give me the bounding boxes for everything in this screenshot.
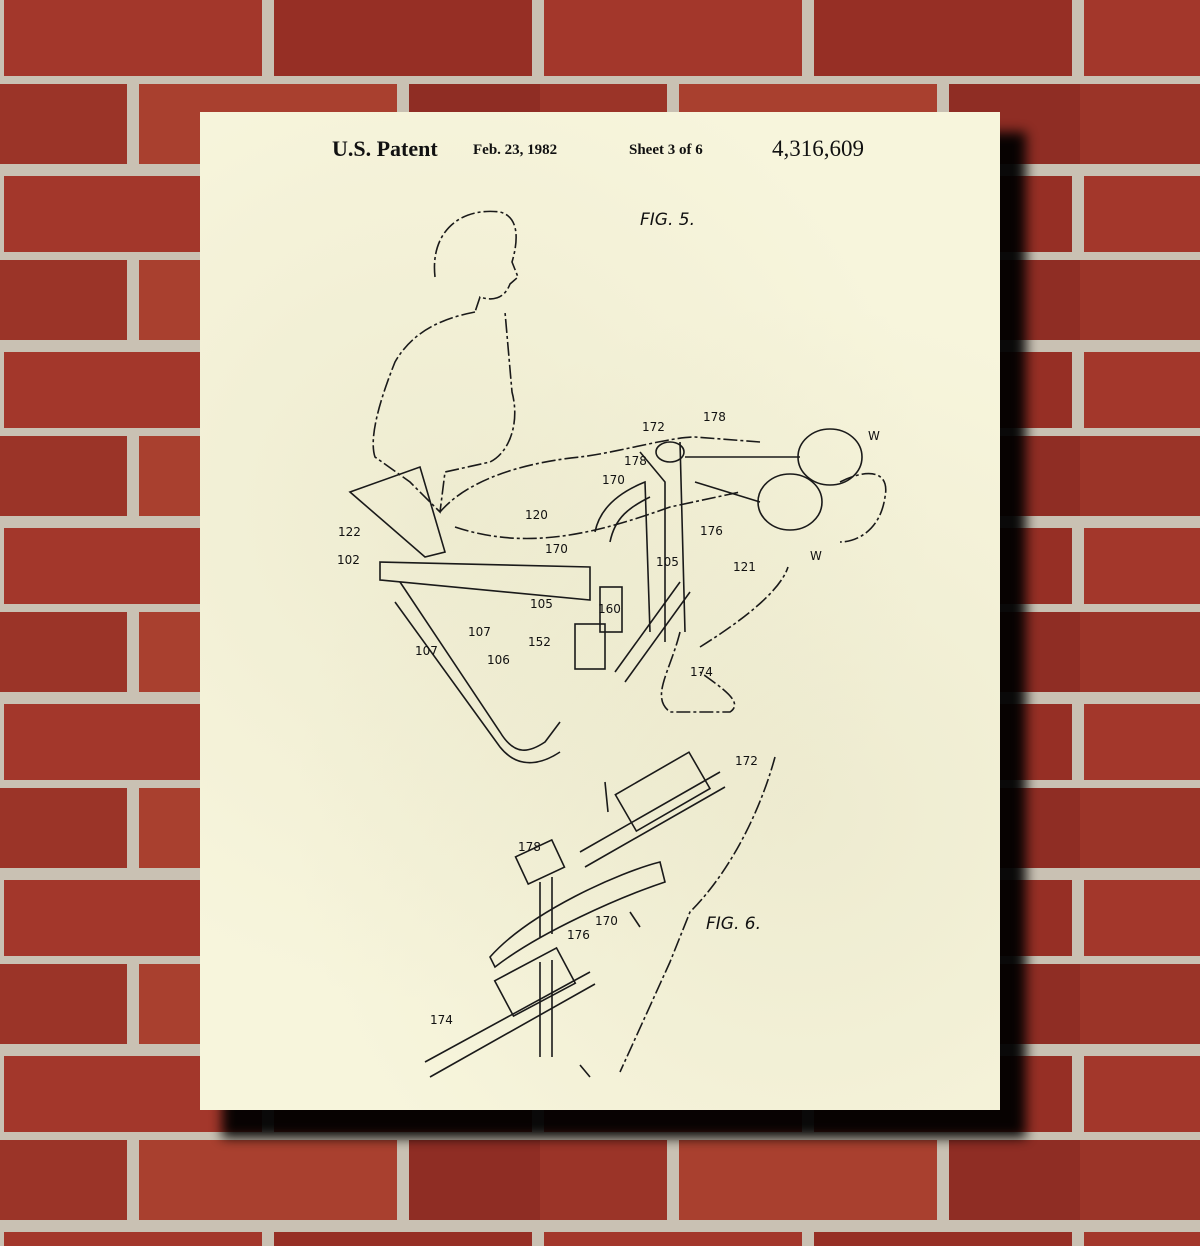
ref-label-w: W	[868, 429, 880, 443]
ref-label-152: 152	[528, 635, 551, 649]
patent-poster: U.S. Patent Feb. 23, 1982 Sheet 3 of 6 4…	[200, 112, 1000, 1110]
ref-label-174: 174	[690, 665, 713, 679]
ref-label-178: 178	[624, 454, 647, 468]
ref-label-172: 172	[642, 420, 665, 434]
ref-label-178: 178	[703, 410, 726, 424]
ref-label-106: 106	[487, 653, 510, 667]
sheet-number: Sheet 3 of 6	[629, 142, 703, 158]
patent-title: U.S. Patent	[332, 136, 438, 161]
ref-label-176: 176	[567, 928, 590, 942]
ref-label-w: W	[810, 549, 822, 563]
ref-label-121: 121	[733, 560, 756, 574]
ref-label-174: 174	[430, 1013, 453, 1027]
fig5-caption: FIG. 5.	[640, 210, 695, 230]
ref-label-172: 172	[735, 754, 758, 768]
patent-drawing	[348, 210, 887, 1078]
ref-label-170: 170	[602, 473, 625, 487]
ref-label-107: 107	[468, 625, 491, 639]
ref-label-160: 160	[598, 602, 621, 616]
fig6-caption: FIG. 6.	[706, 914, 761, 934]
ref-label-107: 107	[415, 644, 438, 658]
ref-label-105: 105	[656, 555, 679, 569]
ref-label-102: 102	[337, 553, 360, 567]
ref-label-170: 170	[545, 542, 568, 556]
ref-label-176: 176	[700, 524, 723, 538]
ref-label-105: 105	[530, 597, 553, 611]
patent-number: 4,316,609	[772, 136, 864, 161]
ref-label-178: 178	[518, 840, 541, 854]
ref-label-120: 120	[525, 508, 548, 522]
ref-label-122: 122	[338, 525, 361, 539]
patent-date: Feb. 23, 1982	[473, 142, 558, 158]
ref-label-170: 170	[595, 914, 618, 928]
